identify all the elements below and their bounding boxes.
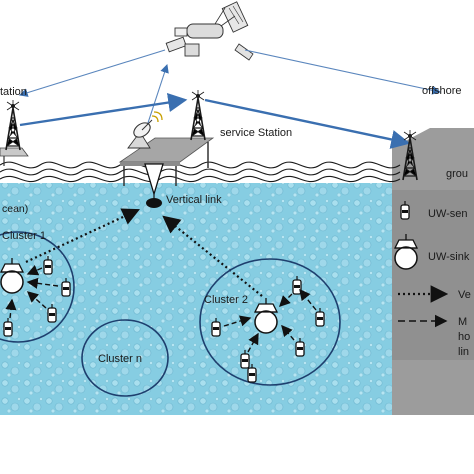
station-links — [19, 93, 411, 149]
cluster-2-ring — [199, 258, 341, 386]
satellite-links — [18, 49, 442, 133]
cluster-2-multihop — [223, 288, 317, 353]
sea-surface-waves — [0, 161, 401, 183]
legend-multihop-label-1: M — [458, 316, 467, 328]
offshore-label: offshore — [422, 85, 462, 97]
left-platform — [0, 147, 29, 166]
service-station-label: service Station — [220, 127, 292, 139]
cluster-n-ring — [81, 319, 169, 397]
cluster-2-label: Cluster 2 — [204, 294, 248, 306]
buoy-icon — [144, 163, 164, 208]
cluster-n-label: Cluster n — [98, 353, 142, 365]
legend-vertical-label: Ve — [458, 289, 471, 301]
cluster-1-ring — [0, 231, 75, 343]
vertical-links — [25, 208, 263, 297]
satellite-dish-icon — [127, 111, 163, 149]
ocean-label: cean) — [2, 203, 28, 215]
legend-multihop-label-3: lin — [458, 346, 469, 358]
station-left-label: tation — [0, 86, 27, 98]
ground-label: grou — [446, 168, 468, 180]
cluster-1-label: Cluster 1 — [2, 230, 46, 242]
legend-uw-sensor-label: UW-sen — [428, 208, 468, 220]
vertical-link-label: Vertical link — [166, 194, 222, 206]
satellite-icon — [165, 1, 254, 61]
cluster-1-multihop — [5, 264, 59, 319]
legend-multihop-label-2: ho — [458, 331, 470, 343]
legend-uw-sink-label: UW-sink — [428, 251, 470, 263]
